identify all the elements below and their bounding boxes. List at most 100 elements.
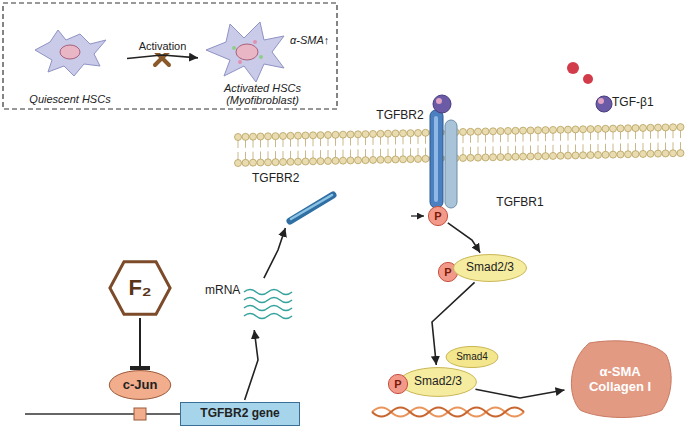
lipid-tail bbox=[583, 132, 584, 140]
lipid-tail bbox=[260, 151, 261, 159]
lipid-tail bbox=[598, 144, 599, 152]
lipid-tail bbox=[545, 145, 546, 153]
lipid-head bbox=[625, 151, 632, 158]
lipid-head bbox=[512, 153, 519, 160]
lipid-tail bbox=[590, 132, 591, 140]
lipid-tail bbox=[380, 137, 381, 145]
node-text: α-SMA↑ bbox=[290, 34, 329, 47]
gene-box: TGFBR2 gene bbox=[180, 402, 300, 426]
receptor-label: TGFBR1 bbox=[490, 194, 550, 212]
node-text: TGFBR2 bbox=[252, 172, 299, 186]
lipid-head bbox=[332, 157, 339, 164]
lipid-tail bbox=[418, 136, 419, 144]
lipid-tail bbox=[658, 143, 659, 151]
lipid-tail bbox=[500, 146, 501, 154]
lipid-head bbox=[580, 152, 587, 159]
receptor-label: TGFBR2 bbox=[372, 106, 428, 126]
lipid-head bbox=[625, 125, 632, 132]
lipid-tail bbox=[350, 149, 351, 157]
lipid-tail bbox=[245, 152, 246, 160]
lipid-head bbox=[602, 125, 609, 132]
lipid-head bbox=[257, 133, 264, 140]
lipid-tail bbox=[388, 137, 389, 145]
node-text: Smad4 bbox=[456, 351, 488, 363]
lipid-head bbox=[347, 131, 354, 138]
lipid-tail bbox=[575, 132, 576, 140]
node-text: Activated HSCs (Myofibroblast) bbox=[213, 82, 313, 107]
lipid-head bbox=[550, 126, 557, 133]
lipid-head bbox=[662, 124, 669, 131]
lipid-head bbox=[467, 128, 474, 135]
lipid-tail bbox=[620, 143, 621, 151]
lipid-tail bbox=[253, 152, 254, 160]
lipid-head bbox=[527, 127, 534, 134]
lipid-head bbox=[475, 128, 482, 135]
lipid-head bbox=[482, 154, 489, 161]
lipid-head bbox=[662, 150, 669, 157]
lipid-tail bbox=[463, 147, 464, 155]
arrow-connector bbox=[264, 228, 285, 278]
lipid-tail bbox=[478, 147, 479, 155]
lipid-head bbox=[302, 132, 309, 139]
lipid-head bbox=[310, 132, 317, 139]
receptor-label: TGFBR2 bbox=[252, 172, 338, 226]
lipid-head bbox=[505, 153, 512, 160]
node-text: TGFBR2 bbox=[376, 109, 423, 123]
lipid-head bbox=[250, 159, 257, 166]
node-text: TGF-β1 bbox=[612, 96, 654, 110]
lipid-tail bbox=[373, 149, 374, 157]
node-text: Smad2/3 bbox=[414, 375, 462, 389]
lipid-head bbox=[655, 124, 662, 131]
lipid-tail bbox=[628, 131, 629, 139]
lipid-head bbox=[385, 156, 392, 163]
lipid-head bbox=[490, 128, 497, 135]
lipid-head bbox=[482, 128, 489, 135]
cell-label: Activated HSCs (Myofibroblast)α-SMA↑ bbox=[200, 18, 325, 108]
lipid-tail bbox=[238, 140, 239, 148]
lipid-head bbox=[287, 132, 294, 139]
lipid-head bbox=[520, 127, 527, 134]
lipid-head bbox=[317, 158, 324, 165]
lipid-tail bbox=[298, 139, 299, 147]
lipid-tail bbox=[343, 138, 344, 146]
tgfbr2-receptor bbox=[430, 110, 443, 208]
lipid-head bbox=[587, 126, 594, 133]
node-text: P bbox=[394, 378, 401, 391]
lipid-tail bbox=[305, 150, 306, 158]
node-text: Smad2/3 bbox=[466, 261, 514, 275]
arrow-connector bbox=[448, 223, 480, 253]
lipid-head bbox=[527, 153, 534, 160]
lipid-head bbox=[377, 156, 384, 163]
lipid-head bbox=[520, 153, 527, 160]
lipid-tail bbox=[523, 146, 524, 154]
node-text: F₂ bbox=[128, 275, 151, 300]
lipid-head bbox=[400, 156, 407, 163]
lipid-head bbox=[632, 125, 639, 132]
lipid-tail bbox=[335, 138, 336, 146]
node-text: P bbox=[444, 266, 451, 279]
lipid-tail bbox=[605, 132, 606, 140]
lipid-head bbox=[565, 152, 572, 159]
transcription-factor: c-Jun bbox=[108, 370, 172, 400]
lipid-tail bbox=[613, 132, 614, 140]
lipid-tail bbox=[350, 137, 351, 145]
lipid-head bbox=[542, 153, 549, 160]
binding-site bbox=[134, 408, 146, 420]
lipid-tail bbox=[560, 133, 561, 141]
lipid-tail bbox=[410, 136, 411, 144]
lipid-tail bbox=[290, 151, 291, 159]
lipid-head bbox=[407, 156, 414, 163]
lipid-head bbox=[362, 131, 369, 138]
lipid-tail bbox=[320, 138, 321, 146]
ligand-highlight bbox=[598, 98, 604, 104]
lipid-head bbox=[265, 159, 272, 166]
lipid-head bbox=[595, 151, 602, 158]
phosphate-circle: P bbox=[428, 206, 448, 226]
lipid-tail bbox=[328, 138, 329, 146]
protein-ellipse: Smad2/3 bbox=[452, 254, 528, 282]
node-text: α-SMA Collagen I bbox=[580, 365, 660, 395]
lipid-tail bbox=[485, 146, 486, 154]
lipid-head bbox=[295, 158, 302, 165]
lipid-head bbox=[235, 160, 242, 167]
lipid-head bbox=[610, 151, 617, 158]
